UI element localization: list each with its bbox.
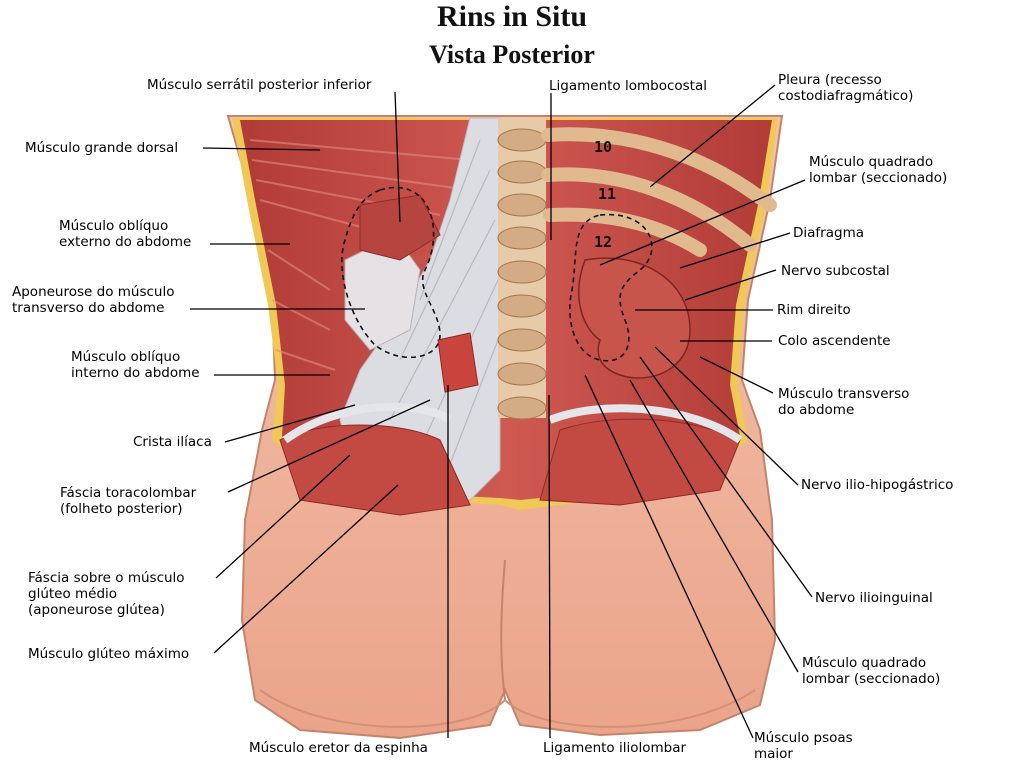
label-rim: Rim direito — [777, 302, 851, 318]
rib-numbers: 10 11 12 — [594, 138, 616, 251]
kidney-outline-left — [341, 186, 441, 359]
label-diafragma: Diafragma — [793, 225, 864, 241]
label-obliquo-externo: Músculo oblíquo externo do abdome — [59, 218, 192, 250]
label-lig-iliolombar: Ligamento iliolombar — [543, 740, 687, 756]
label-ilioinguinal: Nervo ilioinguinal — [815, 590, 933, 606]
buttock-left-curve — [259, 689, 506, 728]
crista-iliaca — [282, 402, 453, 444]
kidney-outline-right — [569, 213, 653, 362]
label-grande-dorsal: Músculo grande dorsal — [25, 140, 179, 156]
ribs-right — [541, 127, 777, 257]
buttock-right-curve — [504, 689, 756, 728]
label-aponeurose: Aponeurose do músculo transverso do abdo… — [12, 284, 175, 316]
label-crista: Crista ilíaca — [133, 434, 212, 450]
eretor-patch — [437, 332, 479, 393]
label-eretor: Músculo eretor da espinha — [249, 740, 428, 756]
rim-direito — [578, 257, 691, 379]
serratil-muscle — [359, 194, 441, 261]
label-psoas: Músculo psoas maior — [754, 730, 853, 762]
label-fascia-gluteo: Fáscia sobre o músculo glúteo médio (apo… — [28, 570, 185, 618]
rib-number-11: 11 — [598, 185, 616, 203]
page-subtitle: Vista Posterior — [429, 40, 595, 69]
page-title: Rins in Situ — [436, 0, 588, 33]
buttock-cleft — [500, 559, 506, 701]
label-quadrado-2: Músculo quadrado lombar (seccionado) — [802, 655, 941, 687]
label-nervo-subcostal: Nervo subcostal — [781, 263, 890, 279]
crista-iliaca-right — [548, 404, 743, 444]
label-gluteo-maximo: Músculo glúteo máximo — [28, 646, 190, 662]
spine — [497, 118, 547, 420]
label-serratil: Músculo serrátil posterior inferior — [147, 77, 372, 93]
label-obliquo-interno: Músculo oblíquo interno do abdome — [71, 349, 200, 381]
fascia-striations — [389, 139, 499, 491]
label-lig-lombocostal: Ligamento lombocostal — [549, 78, 707, 94]
leader-lines — [190, 84, 813, 739]
label-pleura: Pleura (recesso costodiafragmático) — [778, 72, 914, 104]
label-colo: Colo ascendente — [778, 333, 891, 349]
label-ilio-hipogastrico: Nervo ilio-hipogástrico — [801, 477, 954, 493]
label-fascia-toraco: Fáscia toracolombar (folheto posterior) — [60, 485, 197, 517]
label-quadrado-1: Músculo quadrado lombar (seccionado) — [809, 154, 948, 186]
rib-number-12: 12 — [594, 233, 612, 251]
grande-dorsal-fibers — [249, 139, 471, 371]
rib-number-10: 10 — [594, 138, 612, 156]
label-transverso: Músculo transverso do abdome — [778, 386, 910, 418]
